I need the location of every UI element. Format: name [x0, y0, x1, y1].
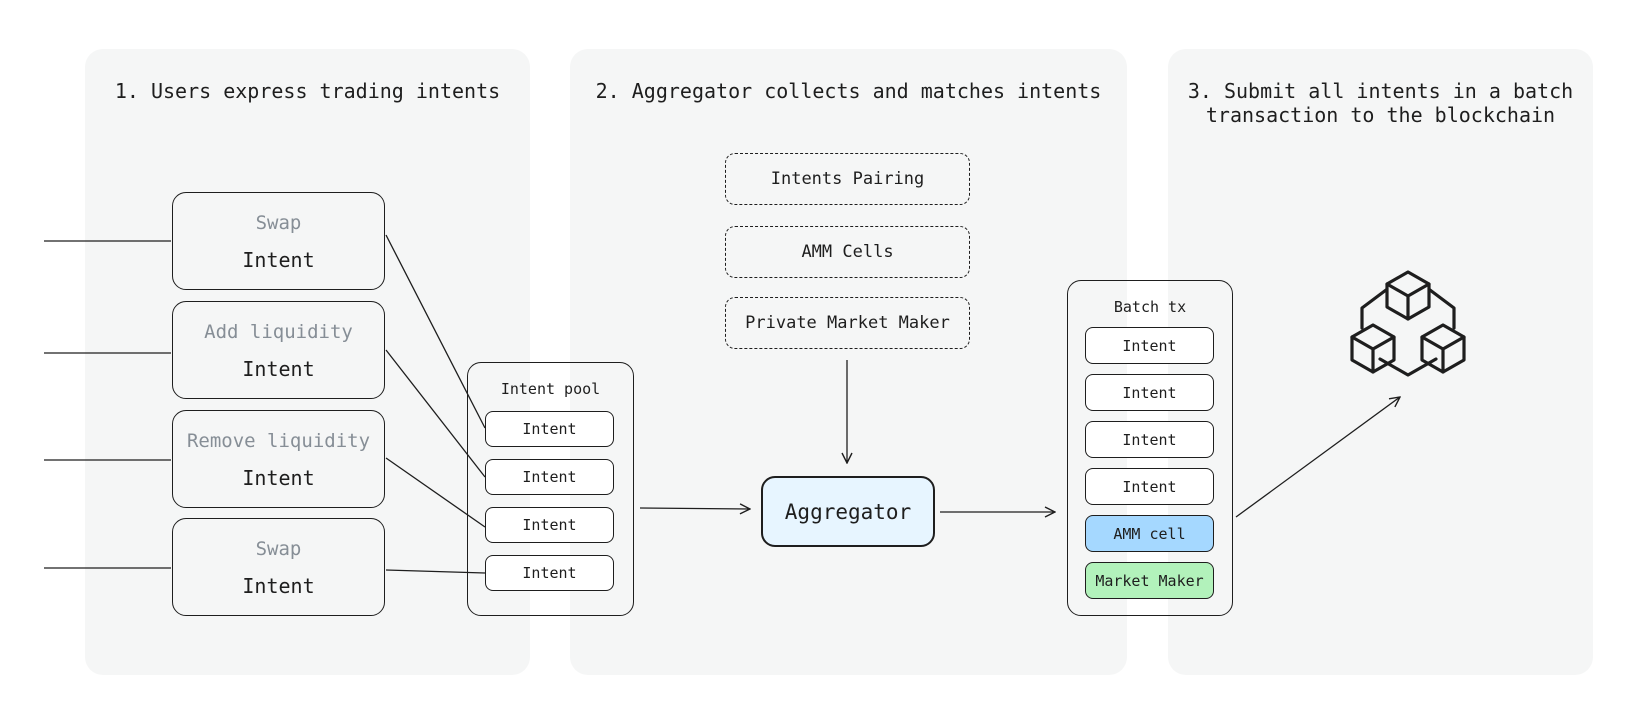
batch-market-maker-chip: Market Maker: [1085, 562, 1214, 599]
source-private-market-maker: Private Market Maker: [725, 297, 970, 349]
pool-to-aggregator-arrow: [639, 508, 750, 509]
intent-label: Intent: [242, 356, 315, 381]
panel-aggregator: 2. Aggregator collects and matches inten…: [570, 49, 1127, 675]
intent-label: Intent: [242, 465, 315, 490]
intent-box-swap: Swap Intent: [172, 192, 385, 290]
batch-intent-chip: Intent: [1085, 374, 1214, 411]
intent-link-1: [385, 234, 486, 429]
panel-blockchain-title-line1: 3. Submit all intents in a batch: [1187, 79, 1574, 103]
aggregator-box: Aggregator: [761, 476, 935, 547]
batch-tx: [1067, 280, 1233, 616]
batch-to-blockchain-arrow: [1235, 397, 1400, 518]
intent-link-4: [385, 569, 486, 574]
intent-kind: Add liquidity: [204, 320, 353, 343]
source-intents-pairing: Intents Pairing: [725, 153, 970, 205]
batch-intent-chip: Intent: [1085, 327, 1214, 364]
batch-intent-chip: Intent: [1085, 421, 1214, 458]
panel-blockchain-title-line2: transaction to the blockchain: [1205, 103, 1556, 127]
intent-label: Intent: [242, 247, 315, 272]
pool-intent-chip: Intent: [485, 555, 614, 591]
pool-intent-chip: Intent: [485, 459, 614, 495]
batch-tx-title: Batch tx: [1113, 298, 1187, 316]
intent-link-3: [385, 457, 486, 528]
batch-amm-cell-chip: AMM cell: [1085, 515, 1214, 552]
pool-intent-chip: Intent: [485, 411, 614, 447]
intent-link-2: [385, 349, 486, 478]
intent-label: Intent: [242, 573, 315, 598]
panel-users-title: 1. Users express trading intents: [114, 79, 501, 103]
panel-blockchain: 3. Submit all intents in a batch transac…: [1168, 49, 1593, 675]
batch-intent-chip: Intent: [1085, 468, 1214, 505]
intent-box-swap-2: Swap Intent: [172, 518, 385, 616]
intent-pool: [467, 362, 634, 616]
pool-intent-chip: Intent: [485, 507, 614, 543]
intent-kind: Swap: [255, 537, 302, 560]
intent-kind: Remove liquidity: [186, 429, 371, 452]
intent-box-remove-liquidity: Remove liquidity Intent: [172, 410, 385, 508]
source-amm-cells: AMM Cells: [725, 226, 970, 278]
blockchain-cubes-icon: [1350, 270, 1466, 377]
panel-aggregator-title: 2. Aggregator collects and matches inten…: [595, 79, 1102, 103]
intent-kind: Swap: [255, 211, 302, 234]
panel-blockchain-title: 3. Submit all intents in a batch transac…: [1168, 79, 1593, 127]
intent-pool-title: Intent pool: [500, 380, 601, 398]
intent-box-add-liquidity: Add liquidity Intent: [172, 301, 385, 399]
